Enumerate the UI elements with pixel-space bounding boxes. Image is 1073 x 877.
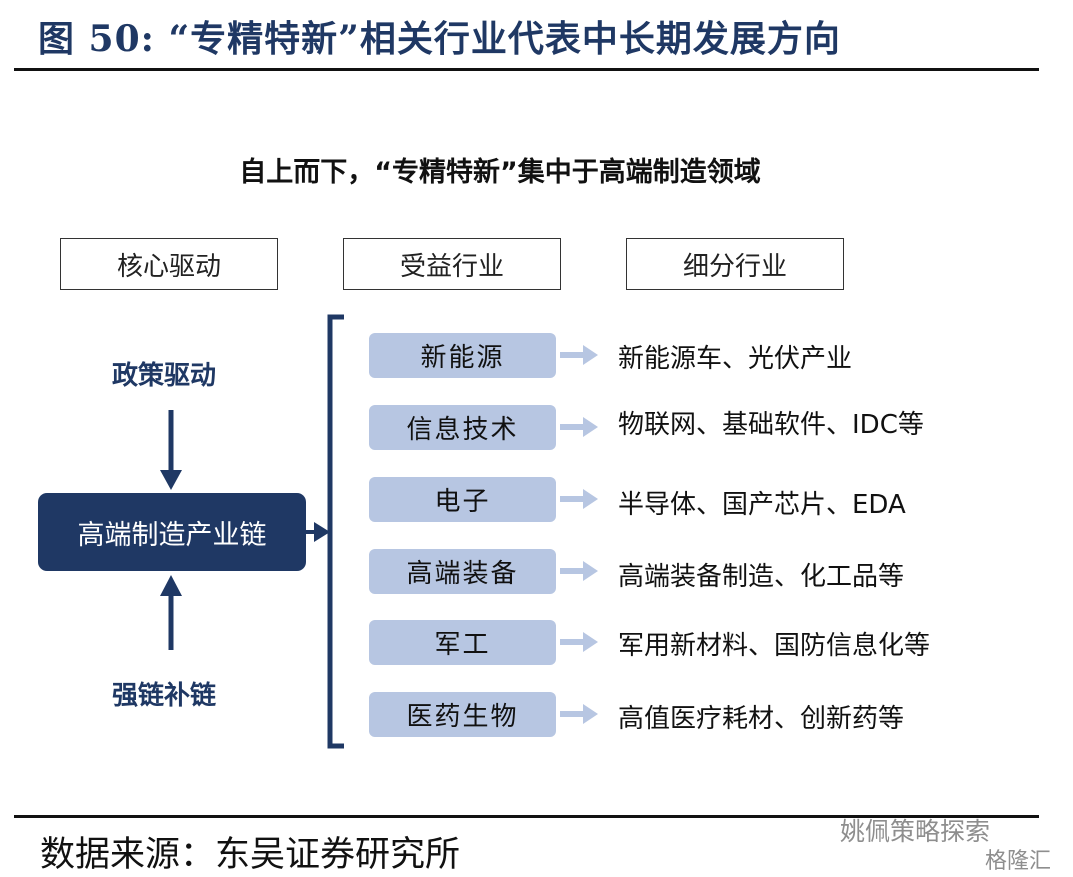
sub-industry-military: 军用新材料、国防信息化等 bbox=[618, 631, 931, 661]
industry-arrow-icon bbox=[560, 632, 598, 652]
industry-arrows bbox=[560, 345, 598, 724]
industry-box-it: 信息技术 bbox=[369, 405, 556, 450]
driver-policy: 政策驱动 bbox=[112, 361, 217, 391]
industry-box-biomed: 医药生物 bbox=[369, 692, 556, 737]
bracket bbox=[327, 314, 344, 749]
industry-arrow-icon bbox=[560, 489, 598, 509]
watermark-logo: 格隆汇 bbox=[985, 849, 1052, 874]
industry-box-new-energy: 新能源 bbox=[369, 333, 556, 378]
industry-box-electronics: 电子 bbox=[369, 477, 556, 522]
footer-divider bbox=[14, 815, 1039, 818]
sub-industry-equipment: 高端装备制造、化工品等 bbox=[618, 562, 905, 592]
arrow-right-icon bbox=[306, 522, 330, 542]
header-sub-industry: 细分行业 bbox=[626, 238, 844, 290]
driver-chain: 强链补链 bbox=[112, 681, 217, 711]
watermark: 姚佩策略探索 bbox=[840, 817, 991, 846]
sub-industry-biomed: 高值医疗耗材、创新药等 bbox=[618, 704, 905, 734]
industry-arrow-icon bbox=[560, 561, 598, 581]
sub-industry-it: 物联网、基础软件、IDC等 bbox=[618, 410, 924, 440]
industry-arrow-icon bbox=[560, 417, 598, 437]
arrow-down-icon bbox=[160, 410, 182, 490]
sub-industry-new-energy: 新能源车、光伏产业 bbox=[618, 344, 853, 374]
title-divider bbox=[14, 68, 1039, 71]
sub-industry-electronics: 半导体、国产芯片、EDA bbox=[618, 490, 906, 520]
header-benefit-industry: 受益行业 bbox=[343, 238, 561, 290]
header-core-driver: 核心驱动 bbox=[60, 238, 278, 290]
industry-arrow-icon bbox=[560, 345, 598, 365]
arrow-up-icon bbox=[160, 575, 182, 650]
diagram-subtitle: 自上而下，“专精特新”集中于高端制造领域 bbox=[239, 157, 761, 188]
industry-box-equipment: 高端装备 bbox=[369, 549, 556, 594]
industry-box-military: 军工 bbox=[369, 620, 556, 665]
industry-arrow-icon bbox=[560, 704, 598, 724]
figure-title: 图 50: “专精特新”相关行业代表中长期发展方向 bbox=[38, 18, 841, 60]
core-industry-chain-box: 高端制造产业链 bbox=[38, 493, 306, 571]
source-note: 数据来源：东吴证券研究所 bbox=[40, 835, 461, 875]
